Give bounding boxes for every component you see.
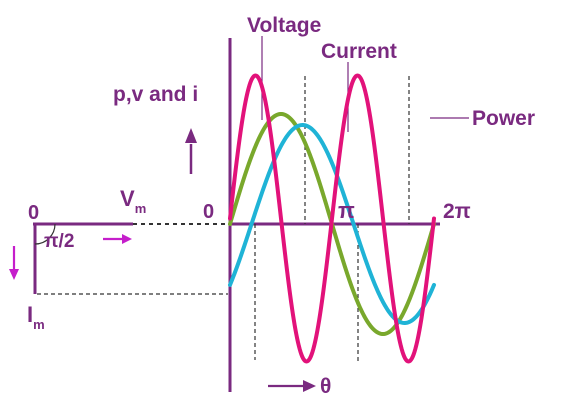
vm-label: Vm [120,186,146,216]
zero-left-label: 0 [28,202,39,224]
im-label: Im [27,302,45,332]
current-waveform [228,122,436,326]
current-label: Current [321,40,397,63]
theta-label: θ [320,375,331,398]
dashed-guides [254,76,410,362]
pi-label: π [338,198,355,223]
y-axis-up-arrow [185,128,197,174]
vm-direction-arrow [103,234,132,244]
pi-half-angle-arc [34,223,56,245]
two-pi-label: 2π [443,200,471,223]
zero-right-label: 0 [203,201,214,223]
theta-direction-arrow [268,380,316,392]
voltage-label: Voltage [247,14,321,37]
axis-y-label: p,v and i [113,83,198,106]
power-waveform [228,73,436,364]
im-direction-arrow [9,246,19,280]
pi-half-label: π/2 [44,231,74,252]
power-label: Power [472,107,535,130]
